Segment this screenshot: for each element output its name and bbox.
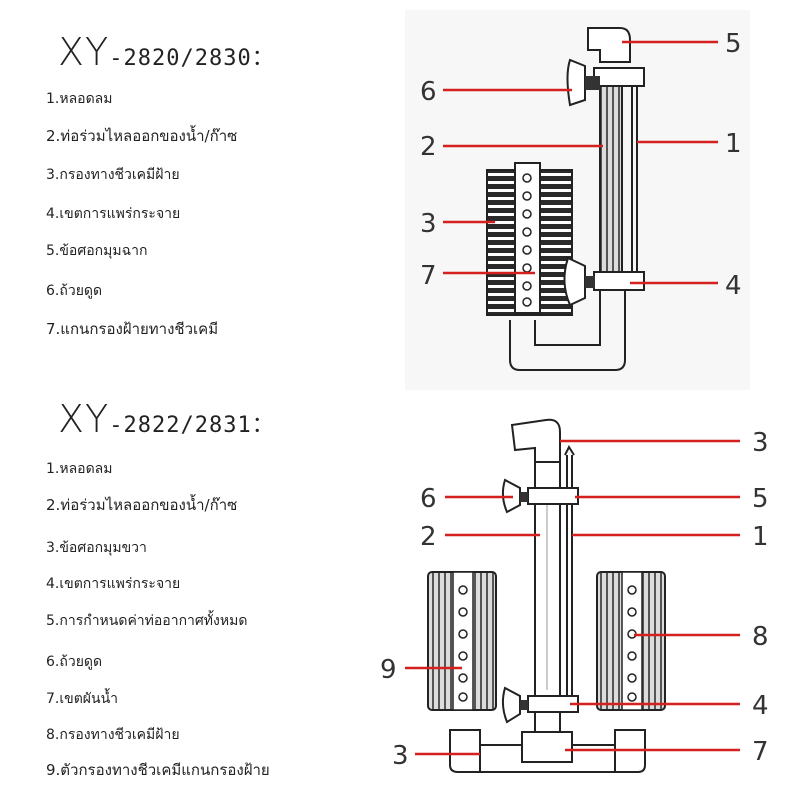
callout-1-4: 4 [725,271,742,301]
elbow-2-top [510,418,561,463]
callout-2-8: 8 [752,622,769,652]
section1-title-model: -2820/2830： [109,46,275,71]
suction-cup-1-lower [563,256,586,307]
section2-item-7: 7.เขตผันน้ำ [46,691,119,707]
sponge-filter-1 [486,162,573,316]
callout-1-7: 7 [420,261,437,291]
u-pipe-1 [509,290,626,371]
section2-item-2: 2.ท่อร่วมไหลออกของน้ำ/ก๊าซ [46,496,238,514]
section2-title-prefix: XY [58,397,110,441]
diverter-2 [521,731,573,763]
callout-1-3: 3 [420,209,437,239]
section2-item-8: 8.กรองทางชีวเคมีฝ้าย [46,727,180,743]
callout-2-3-top: 3 [752,428,769,458]
section1-item-1: 1.หลอดลม [46,91,113,107]
section1-item-5: 5.ข้อศอกมุมฉาก [46,243,148,259]
section2-item-4: 4.เขตการแพร่กระจาย [46,576,181,592]
section2-item-5: 5.การกำหนดค่าท่ออากาศทั้งหมด [46,613,248,629]
section1-item-7: 7.แกนกรองฝ้ายทางชีวเคมี [46,320,219,338]
diagram-1: 6 2 3 7 5 1 4 [405,10,750,390]
callout-1-6: 6 [420,77,437,107]
callout-1-5: 5 [725,29,742,59]
diffusion-block-1 [593,271,645,291]
callout-2-7: 7 [752,737,769,767]
section2-title-model: -2822/2831： [109,413,275,438]
suction-cup-1-upper [566,58,586,107]
sponge-filter-2-left [427,571,497,711]
sponge-filter-2-right [596,571,666,711]
clip-2-upper [527,487,579,505]
suction-cup-2-lower [501,686,521,724]
callout-1-2: 2 [420,132,437,162]
section1-item-4: 4.เขตการแพร่กระจาย [46,206,181,222]
callout-2-5: 5 [752,484,769,514]
callout-2-4: 4 [752,691,769,721]
diagram-2: 3 6 5 2 1 8 9 4 3 7 [380,418,769,773]
callout-1-1: 1 [725,129,742,159]
elbow-1 [587,27,631,63]
lift-tube-1 [599,79,623,281]
section2-item-6: 6.ถ้วยดูด [46,654,103,670]
section2-item-3: 3.ข้อศอกมุมขวา [46,540,147,556]
callout-2-6: 6 [420,484,437,514]
section1-title-prefix: XY [58,30,110,74]
callout-2-2: 2 [420,522,437,552]
section2-item-1: 1.หลอดลม [46,461,113,477]
callout-2-9: 9 [380,655,397,685]
section2-title: XY-2822/2831： [58,397,275,441]
callout-2-1: 1 [752,522,769,552]
section1-title: XY-2820/2830： [58,30,275,74]
section1-item-6: 6.ถ้วยดูด [46,283,103,299]
callout-2-3-bottom: 3 [392,741,409,771]
section2-item-9: 9.ตัวกรองทางชีวเคมีแกนกรองฝ้าย [46,761,270,779]
section1-item-2: 2.ท่อร่วมไหลออกของน้ำ/ก๊าซ [46,127,238,145]
section1-item-3: 3.กรองทางชีวเคมีฝ้าย [46,167,180,183]
